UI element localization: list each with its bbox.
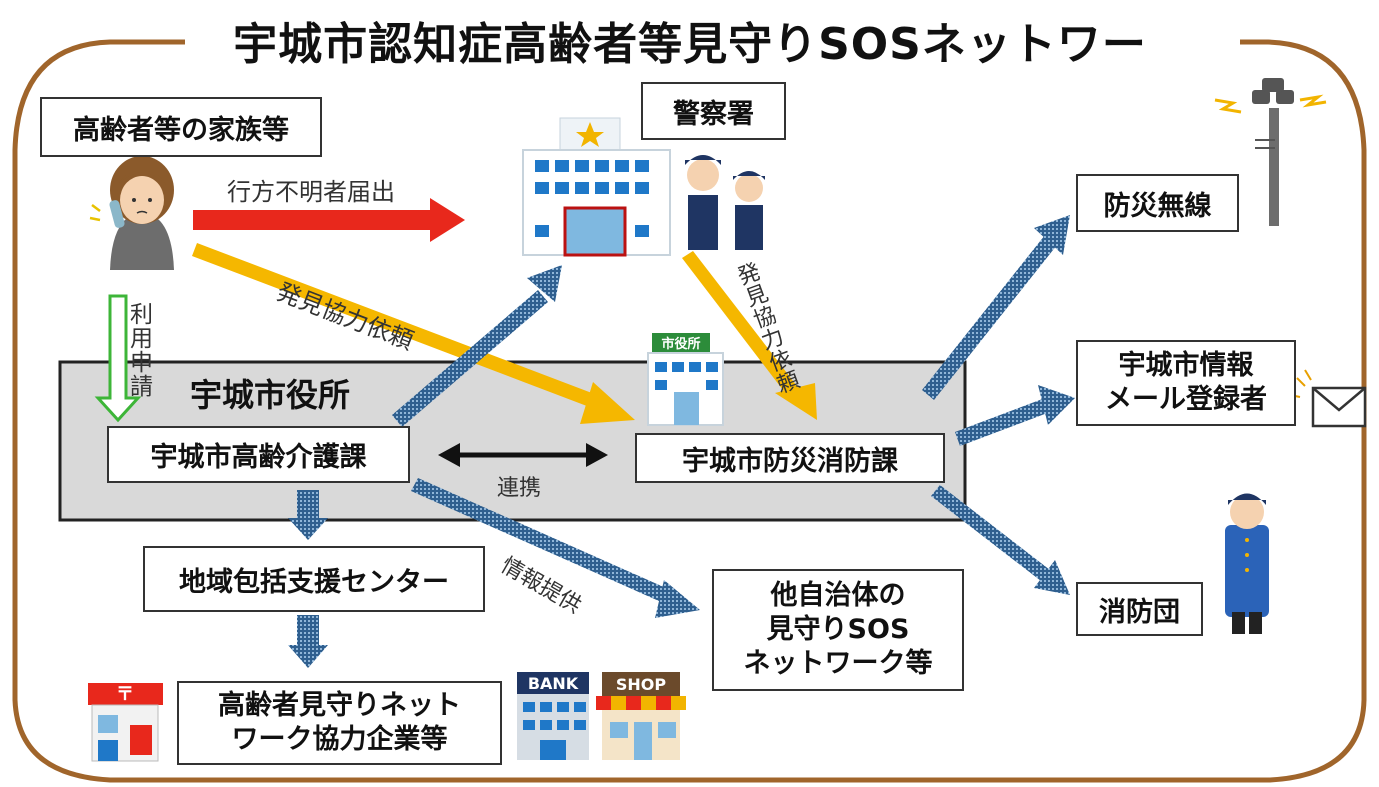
fire-corps-box: 消防団 xyxy=(1076,582,1203,636)
usage-char-1: 利 xyxy=(130,302,153,328)
usage-char-3: 申 xyxy=(130,350,153,377)
support-center-box: 地域包括支援センター xyxy=(143,546,485,612)
info-provision-arrow xyxy=(411,478,700,618)
outer-frame xyxy=(12,39,1367,783)
cooperation-arrow xyxy=(438,443,608,467)
bank-icon: BANK xyxy=(517,672,589,760)
mail-line1: 宇城市情報 xyxy=(1118,350,1254,382)
to-mail-arrow xyxy=(955,385,1075,446)
other-line3: ネットワーク等 xyxy=(743,647,933,679)
woman-phone-icon xyxy=(89,156,174,270)
other-line2: 見守りSOS xyxy=(766,614,910,646)
usage-char-4: 請 xyxy=(130,374,153,401)
police-box: 警察署 xyxy=(641,82,786,140)
disaster-dept-box: 宇城市防災消防課 xyxy=(635,433,945,483)
to-radio-arrow xyxy=(922,215,1070,400)
post-office-icon: 〒 xyxy=(88,683,163,762)
usage-char-2: 用 xyxy=(130,326,153,353)
elderly-care-down-arrow xyxy=(288,490,328,540)
family-box: 高齢者等の家族等 xyxy=(40,97,322,157)
radio-box: 防災無線 xyxy=(1076,174,1239,232)
other-line1: 他自治体の xyxy=(770,580,906,612)
to-fire-corps-arrow xyxy=(931,485,1070,595)
elderly-care-box: 宇城市高齢介護課 xyxy=(107,426,410,483)
watch-network-line2: ワーク協力企業等 xyxy=(231,724,448,755)
police-building-icon xyxy=(522,117,671,257)
mail-registrants-box: 宇城市情報 メール登録者 xyxy=(1076,340,1296,426)
disaster-radio-icon xyxy=(1214,78,1327,226)
police-request-arrow xyxy=(682,251,817,420)
watch-network-box: 高齢者見守りネット ワーク協力企業等 xyxy=(177,681,502,765)
city-hall-icon xyxy=(647,333,724,426)
missing-report-arrow xyxy=(193,198,465,242)
city-hall-sign-text: 市役所 xyxy=(661,336,700,352)
usage-request-label: 利 用 申 請 xyxy=(130,303,153,400)
mail-line2: メール登録者 xyxy=(1105,384,1267,415)
usage-request-arrow xyxy=(94,294,142,423)
police-officers-icon xyxy=(685,155,765,250)
other-municipality-box: 他自治体の 見守りSOS ネットワーク等 xyxy=(712,569,964,691)
shop-sign-text: SHOP xyxy=(616,675,667,694)
elderly-care-to-police-arrow xyxy=(392,265,562,427)
svg-text:〒: 〒 xyxy=(116,684,134,705)
watch-network-line1: 高齢者見守りネット xyxy=(218,690,461,722)
missing-report-label: 行方不明者届出 xyxy=(227,178,395,206)
discovery-request-arrow xyxy=(192,243,635,424)
bank-sign-text: BANK xyxy=(528,674,579,693)
support-center-down-arrow xyxy=(288,615,328,668)
mail-envelope-icon xyxy=(1289,369,1367,428)
shop-icon: SHOP xyxy=(596,672,686,760)
cooperation-label: 連携 xyxy=(497,476,542,501)
city-hall-label: 宇城市役所 xyxy=(190,376,351,414)
firefighter-icon xyxy=(1225,493,1269,634)
